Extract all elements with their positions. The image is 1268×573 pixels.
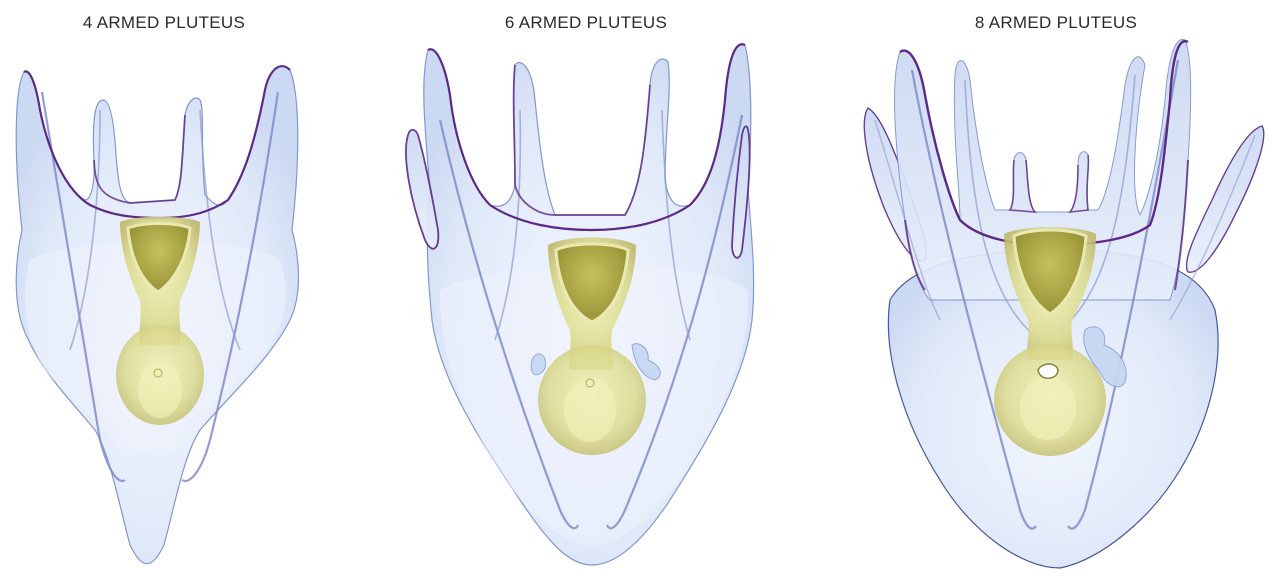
larva-8-intestine-core: [1020, 376, 1076, 440]
larva-4-armed: [16, 66, 298, 564]
larva-4-intestine-core: [138, 362, 182, 418]
larva-8-posterolateral-arm-right: [1187, 126, 1264, 272]
larva-8-anus: [1038, 364, 1058, 378]
larva-6-intestine-core: [564, 378, 616, 442]
larva-8-armed: [864, 39, 1263, 568]
larva-6-armed: [406, 44, 754, 565]
